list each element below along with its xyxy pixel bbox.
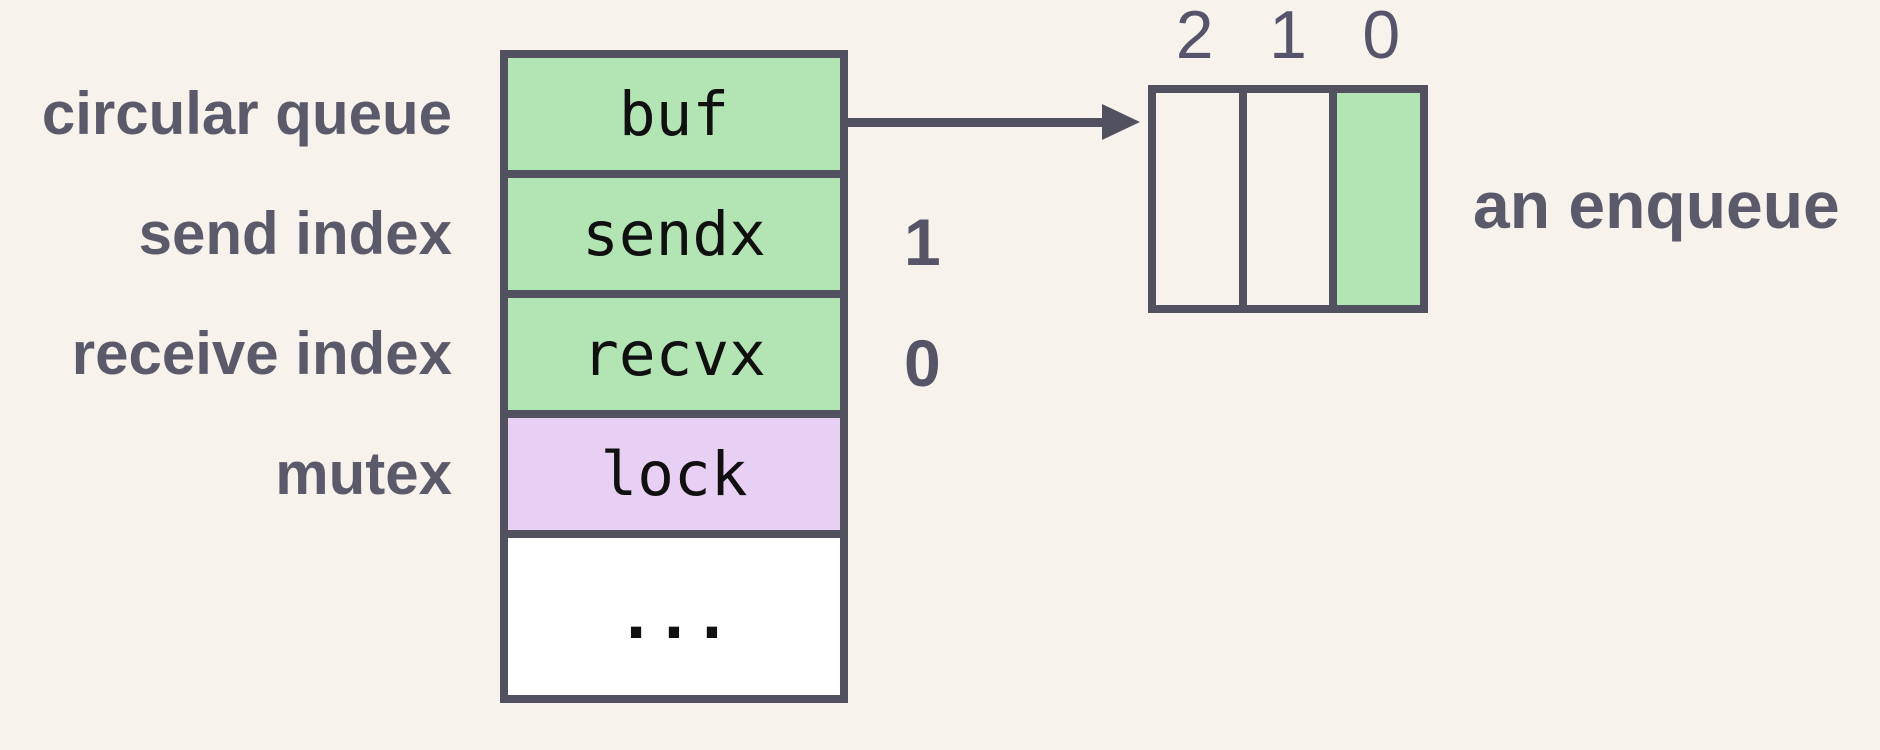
field-name-lock: lock: [600, 438, 748, 510]
buffer-index-0: 0: [1362, 0, 1401, 73]
struct-row-ellipsis: ...: [508, 530, 840, 695]
buffer-index-2: 2: [1175, 0, 1214, 73]
field-name-ellipsis: ...: [617, 580, 731, 653]
annotation-mutex: mutex: [275, 440, 452, 507]
struct-box: buf sendx recvx lock ...: [500, 50, 848, 703]
buf-pointer-arrow-line: [848, 118, 1106, 127]
buffer-cell-1: [1238, 93, 1330, 305]
annotation-receive-index: receive index: [71, 320, 452, 387]
circular-buffer-array: [1148, 85, 1428, 313]
buffer-index-row: 2 1 0: [1148, 0, 1428, 73]
buffer-cell-0: [1329, 93, 1421, 305]
field-name-sendx: sendx: [582, 198, 766, 270]
annotation-circular-queue: circular queue: [41, 80, 452, 147]
buffer-index-1: 1: [1269, 0, 1307, 73]
recvx-value: 0: [904, 326, 941, 400]
struct-row-buf: buf: [508, 58, 840, 170]
struct-row-recvx: recvx: [508, 290, 840, 410]
annotation-send-index: send index: [138, 200, 452, 267]
struct-row-lock: lock: [508, 410, 840, 530]
sendx-value: 1: [904, 205, 941, 279]
buffer-cell-2: [1156, 93, 1239, 305]
struct-row-sendx: sendx: [508, 170, 840, 290]
enqueue-caption: an enqueue: [1473, 168, 1840, 242]
field-name-buf: buf: [618, 78, 730, 150]
field-name-recvx: recvx: [582, 318, 766, 390]
buf-pointer-arrow-head-icon: [1102, 104, 1140, 140]
